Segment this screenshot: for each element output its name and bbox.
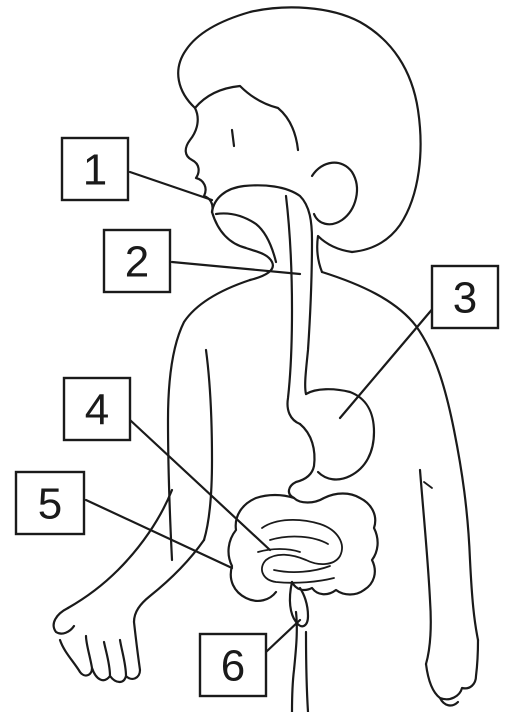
large-intestine: [229, 494, 378, 601]
left-hand: [54, 608, 140, 682]
legs: [292, 612, 308, 712]
leader-3: [340, 300, 440, 418]
label-2-text: 2: [125, 238, 149, 287]
ear: [312, 163, 357, 225]
label-4-text: 4: [85, 386, 109, 435]
label-6-text: 6: [221, 642, 245, 691]
label-5-text: 5: [38, 480, 62, 529]
label-1-text: 1: [83, 146, 107, 195]
right-arm-inner: [420, 470, 431, 664]
left-arm: [68, 490, 204, 622]
stomach: [289, 389, 374, 498]
label-3-text: 3: [453, 274, 477, 323]
label-4: 4: [64, 378, 130, 440]
tongue: [216, 213, 276, 262]
label-1: 1: [62, 138, 128, 200]
label-2: 2: [104, 230, 170, 292]
hair: [178, 7, 420, 252]
right-side-tick: [424, 482, 432, 488]
eye: [232, 130, 234, 146]
arm-inner-left: [204, 350, 212, 540]
right-hand: [426, 640, 478, 705]
label-3: 3: [432, 266, 498, 328]
label-6: 6: [200, 634, 266, 696]
small-intestine: [258, 520, 342, 583]
neck-back: [317, 236, 352, 272]
leader-1: [130, 172, 212, 200]
leader-2: [172, 262, 300, 274]
child-figure: [54, 7, 478, 712]
label-5: 5: [16, 472, 84, 534]
esophagus: [286, 196, 312, 424]
